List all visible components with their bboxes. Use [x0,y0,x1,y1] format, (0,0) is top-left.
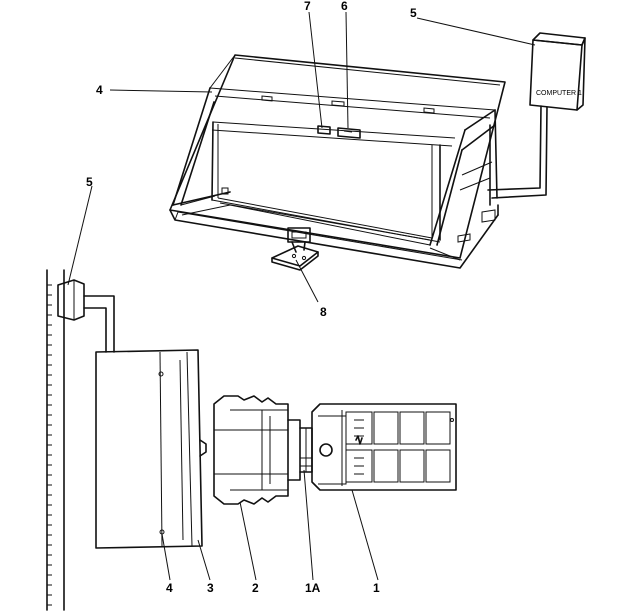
coupling [299,427,313,473]
callout-2: 2 [252,581,259,595]
callout-4-bottom: 4 [166,581,173,595]
callout-6: 6 [341,0,348,13]
callout-8: 8 [320,305,327,319]
computer-box: COMPUTER 1 [487,32,586,199]
callout-5-top: 5 [410,6,417,20]
wall-column [46,269,65,611]
hood-frame-assembly [169,54,506,269]
callout-4-top: 4 [96,83,103,97]
mounting-bracket [271,227,319,271]
callout-7: 7 [304,0,311,13]
callout-1a: 1A [305,581,321,595]
motor [311,403,457,491]
wall-control-box [57,279,115,353]
leader-lines [67,11,536,581]
fan-assembly [213,395,301,505]
callout-1: 1 [373,581,380,595]
cabinet [95,349,207,549]
callout-3: 3 [207,581,214,595]
computer-box-label: COMPUTER 1 [536,90,582,97]
callout-5-left: 5 [86,175,93,189]
